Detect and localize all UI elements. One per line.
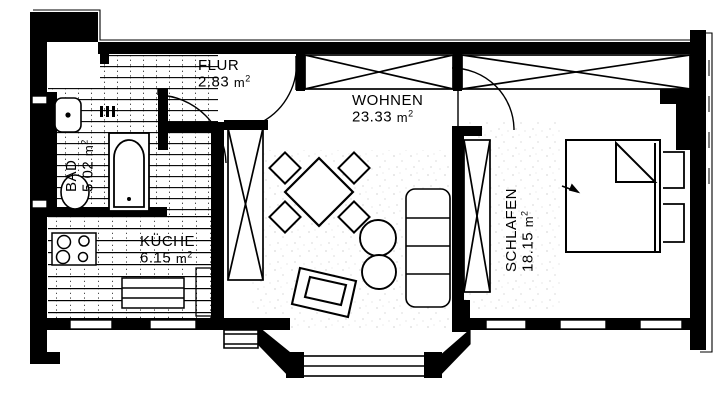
- dining-chair-fixture: [268, 151, 371, 234]
- room-name-flur: FLUR: [198, 57, 240, 74]
- kitchen-counter-fixture: [121, 277, 185, 309]
- room-name-wohnen: WOHNEN: [352, 92, 424, 109]
- outer-wall-outline: [33, 9, 713, 353]
- outer-wall-structure: [30, 12, 706, 364]
- room-label-kueche: KÜCHE 6.15 m2: [140, 233, 196, 267]
- round-table-fixture: [359, 219, 397, 290]
- window-partition-vertical: [463, 139, 491, 293]
- window-mid-vertical: [227, 127, 264, 281]
- wall-jog-right: [660, 89, 690, 150]
- interior-wall-bath-right: [158, 88, 216, 150]
- toilet-fixture: [60, 174, 90, 210]
- room-area-wohnen: 23.33 m2: [352, 108, 414, 126]
- bed-fixture: [565, 139, 661, 253]
- wall-diagonal-left-bottom: [223, 329, 259, 349]
- door-wohnen-schlafen-swing: [451, 67, 515, 131]
- window-left: [31, 95, 48, 209]
- interior-wall-center: [452, 126, 482, 331]
- room-label-schlafen: SCHLAFEN 18.15 m2: [503, 187, 537, 272]
- armchair-fixture: [290, 266, 358, 319]
- window-bottom-right: [485, 319, 683, 330]
- bay-window-jamb: [286, 352, 442, 378]
- room-name-bad: BAD: [63, 159, 80, 192]
- window-top-center: [304, 54, 454, 90]
- interior-wall-bath-bottom: [47, 207, 167, 217]
- nightstand-fixture: [663, 151, 685, 243]
- room-label-bad: BAD 5.02 m2: [63, 139, 97, 192]
- room-name-kueche: KÜCHE: [140, 233, 196, 250]
- room-name-schlafen: SCHLAFEN: [503, 187, 520, 272]
- stove-fixture: [51, 232, 97, 266]
- window-bay-bottom: [299, 355, 429, 377]
- bath-fittings: [100, 106, 115, 117]
- wall-cap-mid: [224, 120, 268, 130]
- room-label-flur: FLUR 2.83 m2: [198, 57, 251, 91]
- dining-table-fixture: [283, 156, 355, 228]
- window-top-right: [461, 54, 691, 90]
- room-area-kueche: 6.15 m2: [140, 249, 193, 267]
- bathtub-fixture: [108, 132, 150, 212]
- room-area-bad: 5.02 m2: [79, 139, 97, 192]
- room-label-wohnen: WOHNEN 23.33 m2: [352, 92, 424, 126]
- bed-direction-arrow: [561, 183, 581, 194]
- sink-fixture: [54, 97, 82, 133]
- door-entry-swing: [157, 88, 227, 164]
- room-area-schlafen: 18.15 m2: [519, 210, 537, 272]
- radiator-fixture: [405, 188, 451, 308]
- door-flur-wohnen-swing: [261, 55, 298, 123]
- kitchen-cabinet-fixture: [195, 267, 213, 317]
- window-bottom-left: [69, 319, 197, 330]
- interior-wall-kitchen-right: [211, 122, 224, 328]
- room-area-flur: 2.83 m2: [198, 73, 251, 91]
